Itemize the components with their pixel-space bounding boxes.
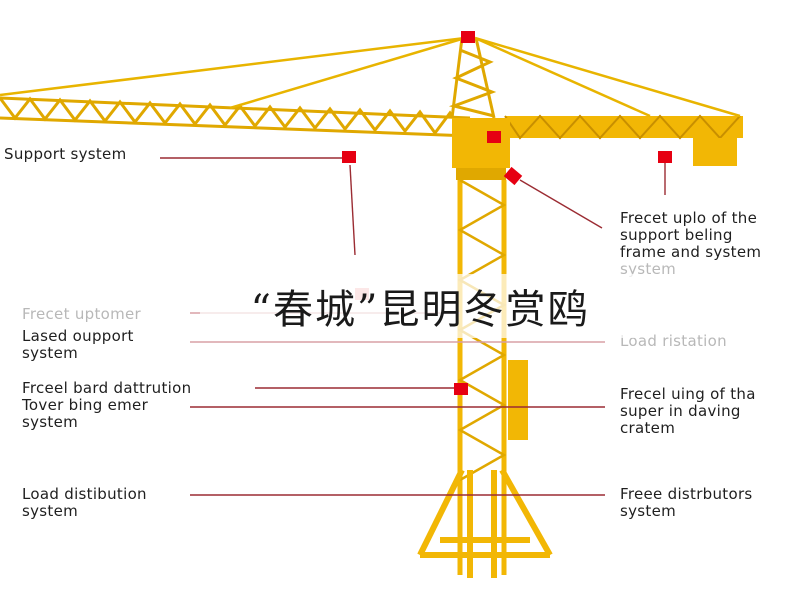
- counterweight: [693, 138, 737, 166]
- marker-slewing: [487, 131, 501, 143]
- label-right-top-faded: system: [620, 260, 677, 278]
- climbing-frame: [508, 360, 528, 440]
- label-free-distributors: Freee distrbutors system: [620, 485, 753, 520]
- crane-counter-jib: [504, 114, 743, 166]
- label-support-system: Support system: [4, 145, 127, 163]
- label-fixed-upper: Frecet uptomer: [22, 305, 142, 323]
- watermark-banner: “春城”昆明冬赏鸥: [200, 274, 640, 338]
- tower-base: [417, 468, 553, 578]
- marker-band: [454, 383, 468, 395]
- label-load-distribution: Load distibution system: [22, 485, 147, 520]
- slewing-unit: [452, 118, 510, 180]
- marker-tower-top: [503, 166, 523, 186]
- label-fixed-band: Frceel bard dattrution Tover bing emer s…: [22, 379, 192, 431]
- watermark-text: “春城”昆明冬赏鸥: [250, 287, 590, 333]
- marker-counterjib: [658, 151, 672, 163]
- crane-apex: [448, 37, 497, 119]
- pendant-ties: [0, 36, 741, 118]
- crane-jib: [0, 96, 471, 138]
- label-right-mid: Frecel uing of tha super in daving crate…: [620, 385, 756, 437]
- marker-apex: [461, 31, 475, 43]
- label-right-top: Frecet uplo of the support beling frame …: [620, 209, 762, 261]
- marker-support: [342, 151, 356, 163]
- label-lased-support: Lased oupport system: [22, 327, 134, 362]
